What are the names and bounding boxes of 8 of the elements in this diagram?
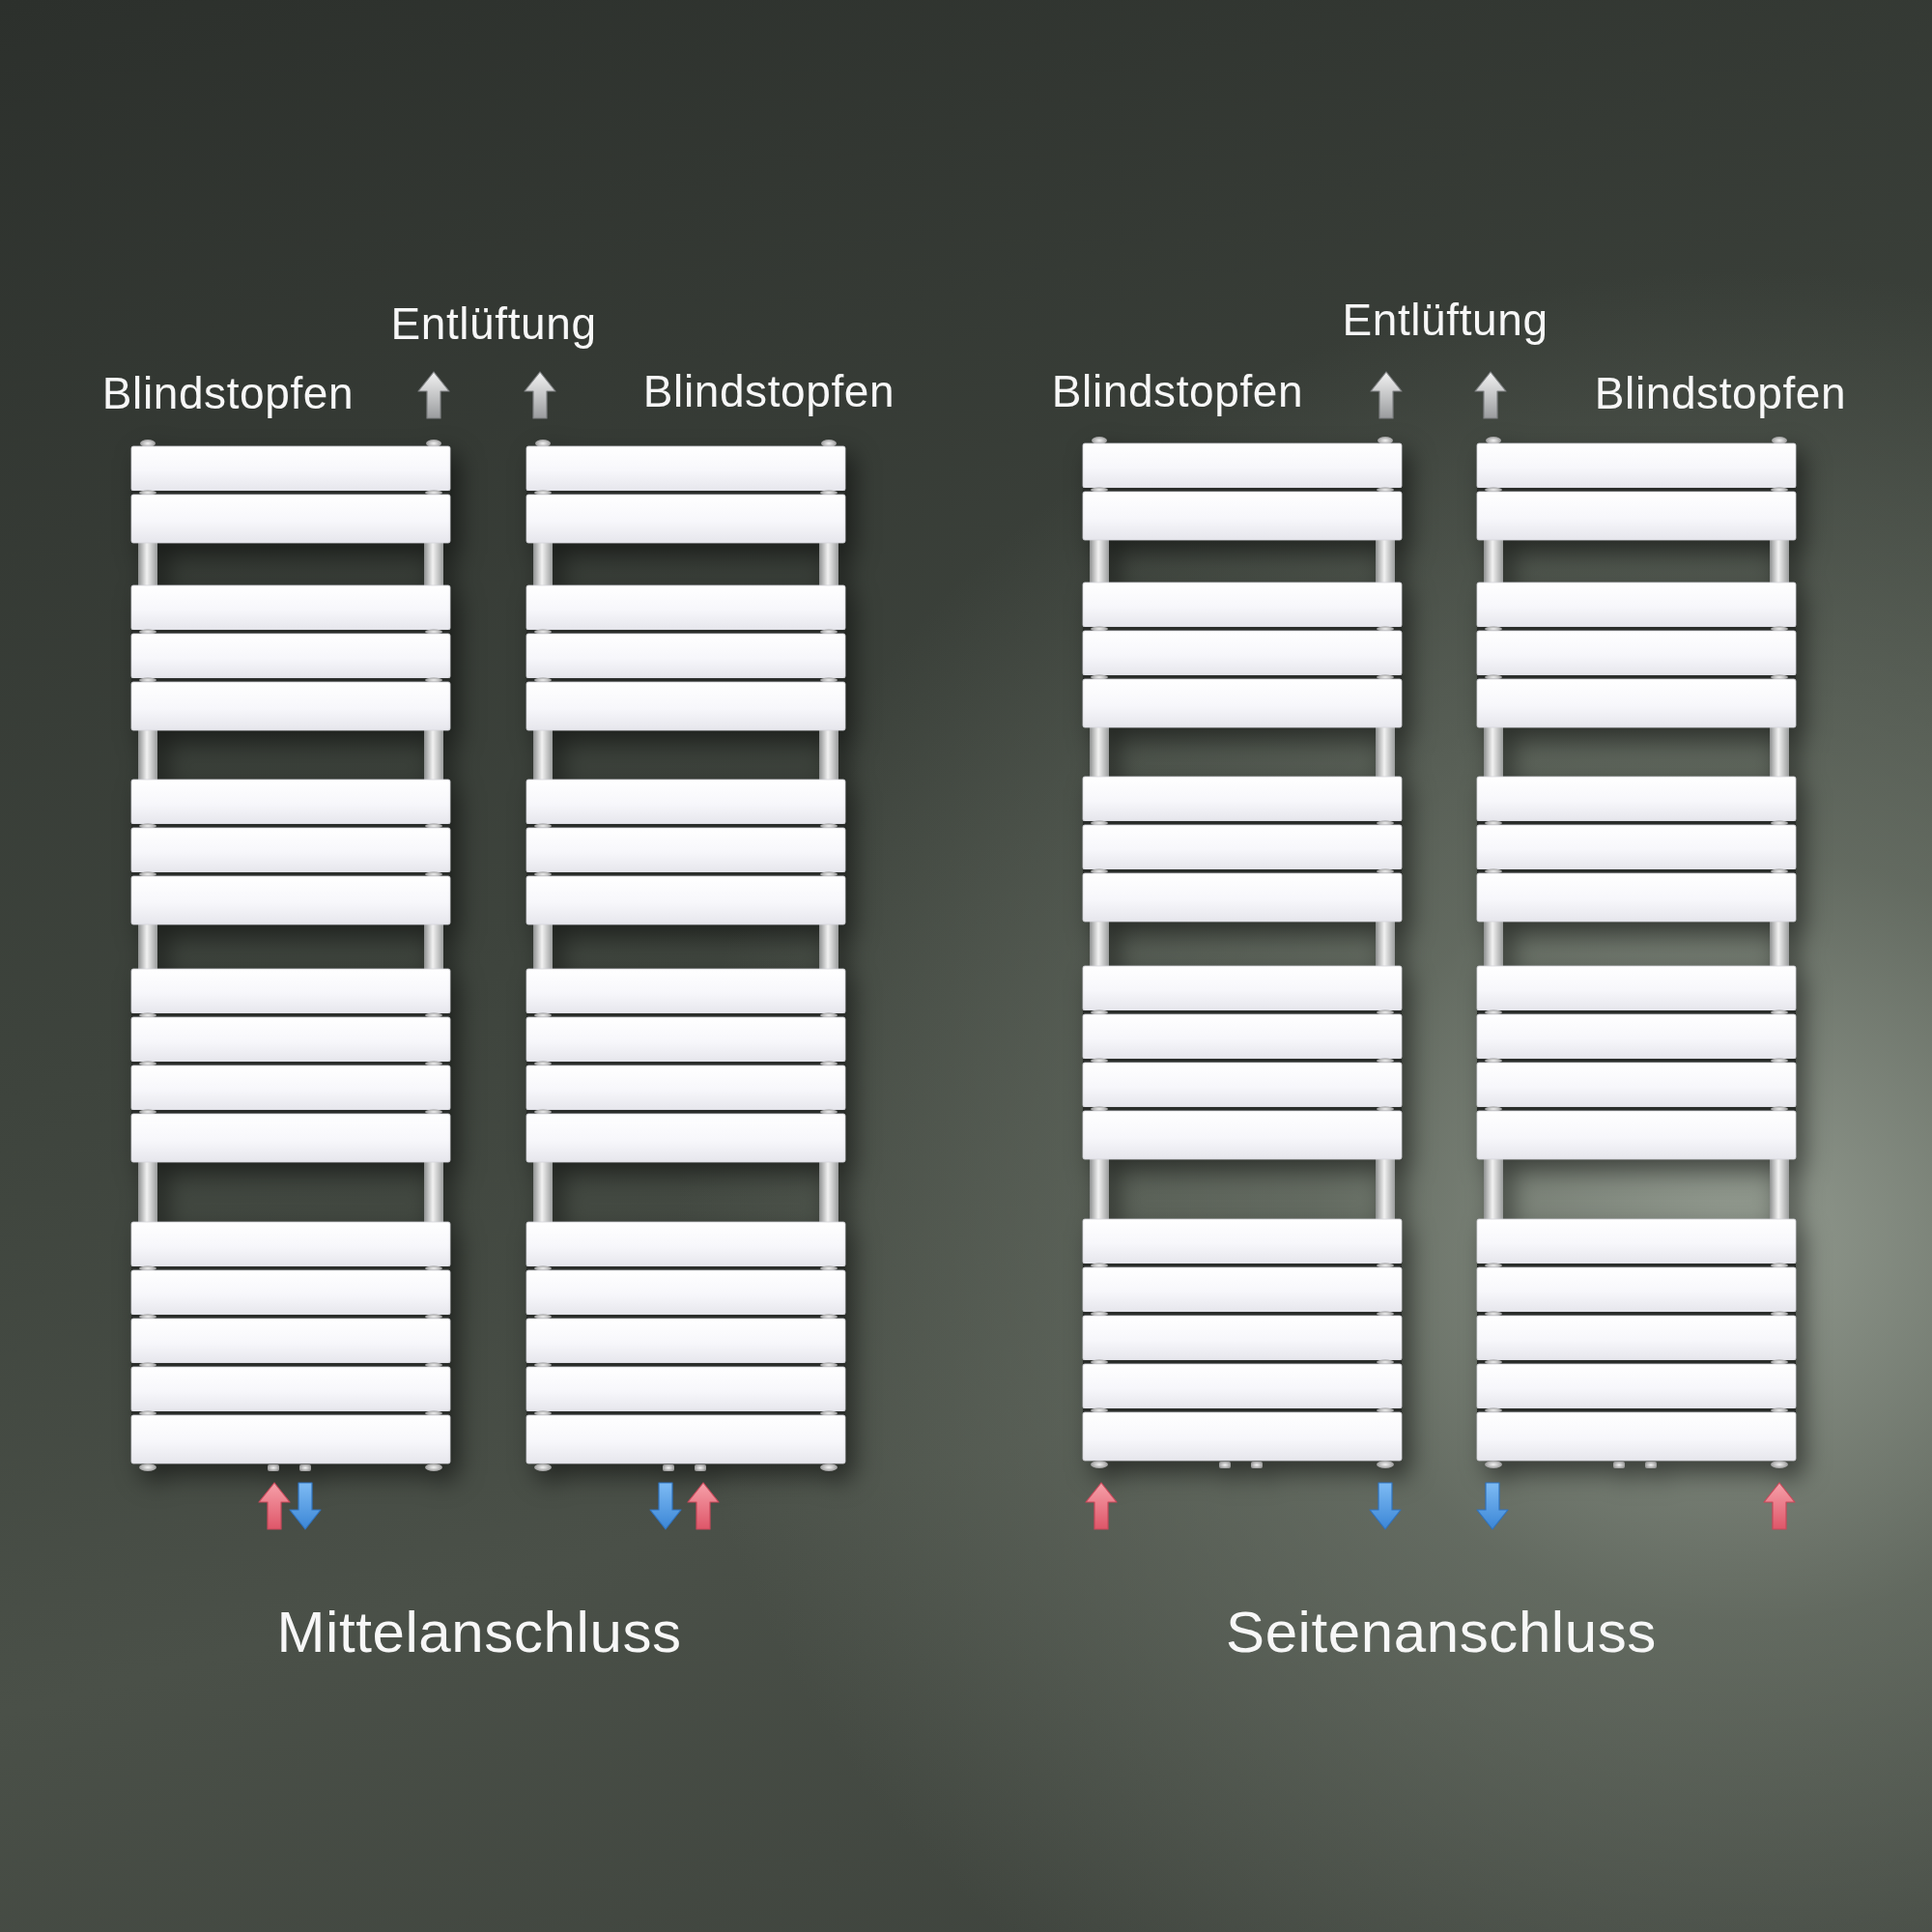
part-label: Blindstopfen bbox=[1051, 367, 1304, 417]
caption: Seitenanschluss bbox=[1226, 1600, 1657, 1665]
part-label: Blindstopfen bbox=[101, 369, 355, 419]
part-label: Blindstopfen bbox=[642, 367, 895, 417]
part-label: Entlüftung bbox=[1342, 296, 1548, 346]
part-label: Blindstopfen bbox=[1594, 369, 1847, 419]
part-label: Entlüftung bbox=[390, 299, 597, 350]
caption: Mittelanschluss bbox=[276, 1600, 682, 1665]
